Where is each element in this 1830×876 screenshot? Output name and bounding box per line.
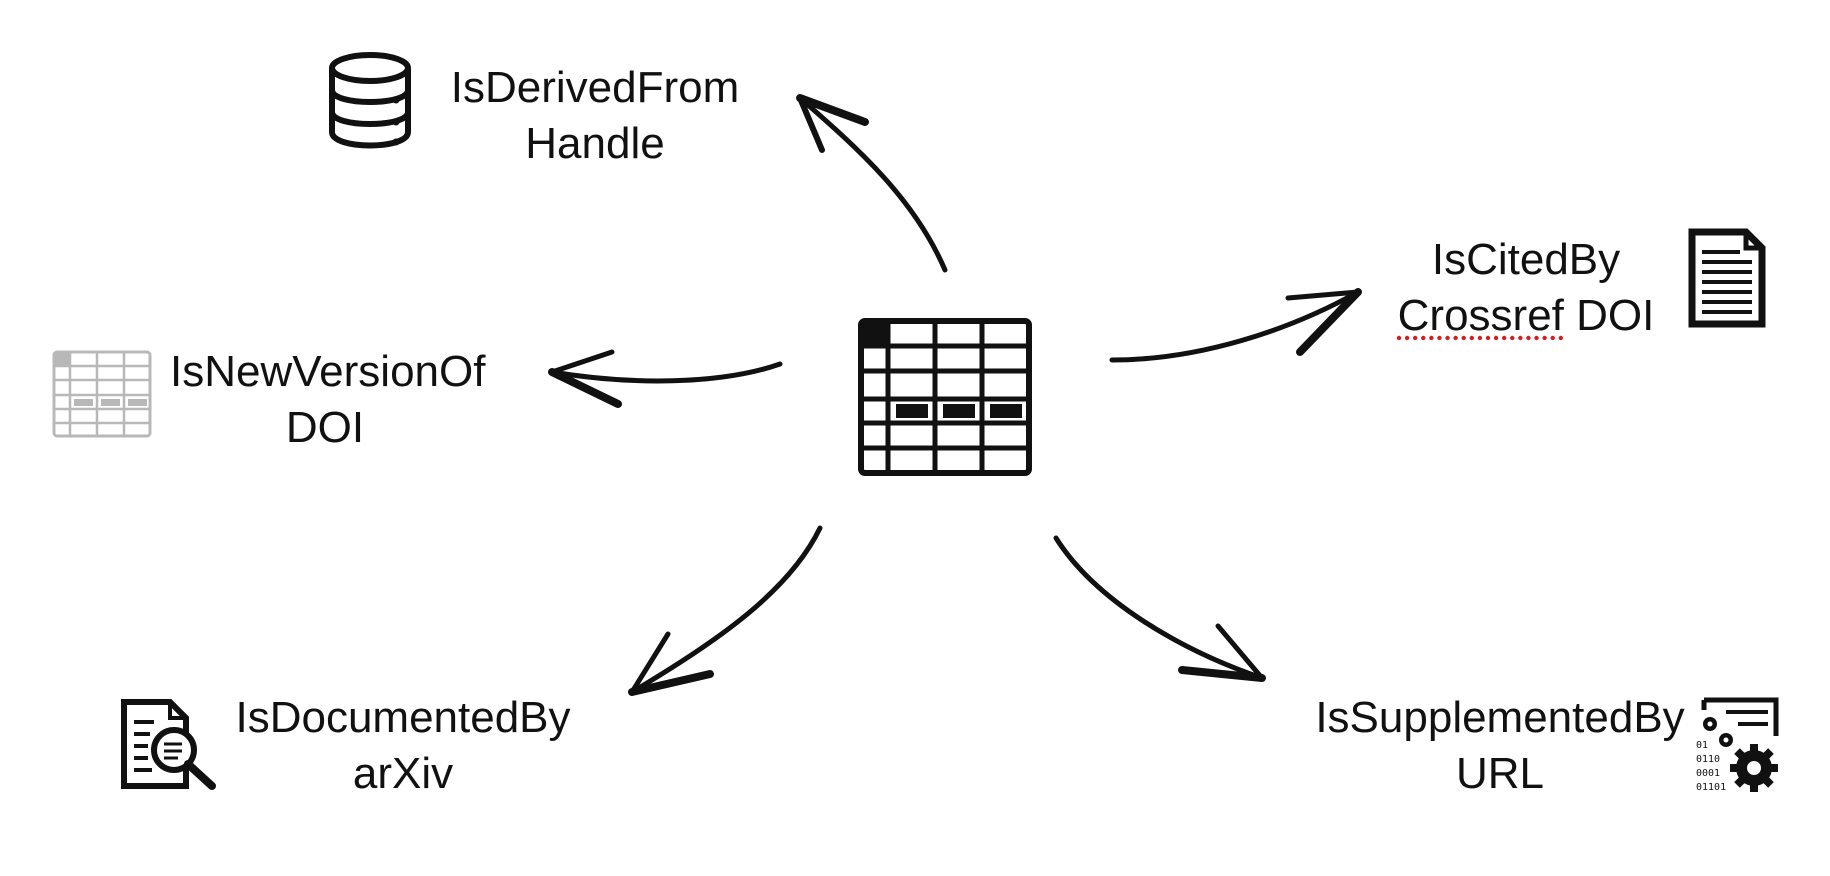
label-supplemented: IsSupplementedBy URL xyxy=(1310,690,1690,802)
target-name-crossref: Crossref xyxy=(1397,291,1564,340)
binary-line: 0110 xyxy=(1696,754,1720,765)
label-newversion: IsNewVersionOf DOI xyxy=(170,344,486,456)
document-icon xyxy=(1688,228,1766,328)
target-name: DOI xyxy=(285,403,365,452)
binary-line: 01101 xyxy=(1696,782,1726,793)
relation-name: IsCitedBy xyxy=(1431,235,1621,284)
target-name: URL xyxy=(1455,749,1545,798)
binary-line: 01 xyxy=(1696,740,1708,751)
arrow-derived xyxy=(796,94,948,273)
database-icon xyxy=(329,52,411,149)
target-name-doi: DOI xyxy=(1563,291,1655,340)
code-settings-icon: 01 0110 0001 01101 xyxy=(1696,697,1779,793)
arrow-newversion xyxy=(548,349,783,408)
label-cited: IsCitedBy Crossref DOI xyxy=(1386,232,1666,344)
arrow-supplemented xyxy=(1053,535,1266,682)
arrow-cited xyxy=(1109,288,1362,363)
target-name: arXiv xyxy=(352,749,454,798)
binary-line: 0001 xyxy=(1696,768,1720,779)
document-search-icon xyxy=(121,699,216,790)
table-icon xyxy=(858,318,1032,476)
relation-name: IsSupplementedBy xyxy=(1315,693,1685,742)
label-derived: IsDerivedFrom Handle xyxy=(440,60,750,172)
target-name: Crossref DOI xyxy=(1386,288,1666,344)
target-name: Handle xyxy=(525,119,665,168)
table-faded-icon xyxy=(52,350,152,438)
label-documented: IsDocumentedBy arXiv xyxy=(228,690,578,802)
arrow-documented xyxy=(628,525,823,696)
relation-name: IsDocumentedBy xyxy=(235,693,571,742)
relation-name: IsDerivedFrom xyxy=(450,63,740,112)
relation-name: IsNewVersionOf xyxy=(170,347,486,396)
